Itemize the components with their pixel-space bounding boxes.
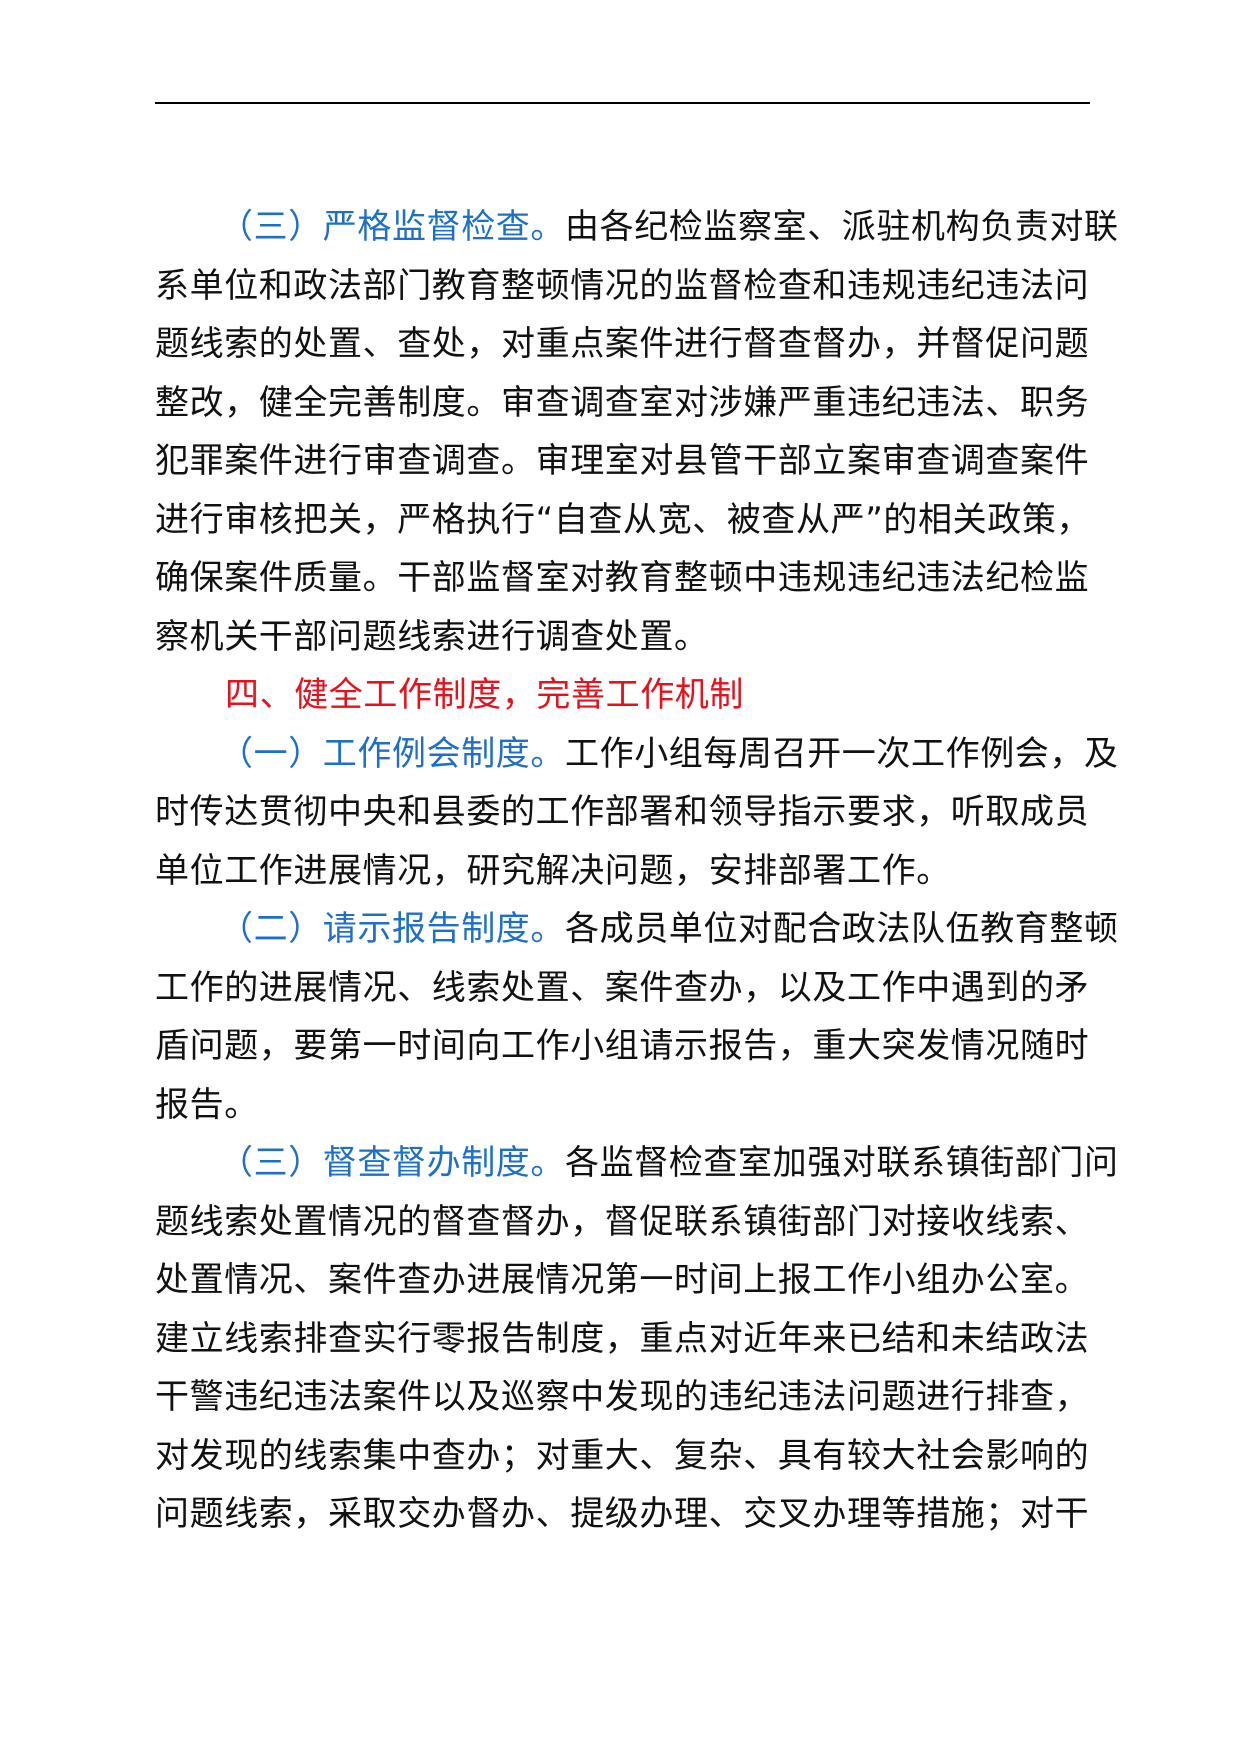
paragraph-first-line: （一）工作例会制度。工作小组每周召开一次工作例会，及: [155, 725, 1118, 784]
paragraph-line: 单位工作进展情况，研究解决问题，安排部署工作。: [155, 850, 951, 891]
paragraph-line: 时传达贯彻中央和县委的工作部署和领导指示要求，听取成员: [155, 792, 1090, 832]
subheading-work-meeting: （一）工作例会制度。: [219, 733, 565, 774]
paragraph-line: 盾问题，要第一时间向工作小组请示报告，重大突发情况随时: [155, 1026, 1090, 1066]
subheading-strict-supervision: （三）严格监督检查。: [219, 207, 565, 247]
document-body: （三）严格监督检查。由各纪检监察室、派驻机构负责对联 系单位和政法部门教育整顿情…: [155, 198, 1118, 1544]
paragraph-text: 各成员单位对配合政法队伍教育整顿: [565, 909, 1119, 949]
paragraph-first-line: （二）请示报告制度。各成员单位对配合政法队伍教育整顿: [155, 900, 1118, 959]
paragraph-line: 建立线索排查实行零报告制度，重点对近年来已结和未结政法: [155, 1318, 1090, 1359]
paragraph-supervision-system: （三）督查督办制度。各监督检查室加强对联系镇街部门问 题线索处置情况的督查督办，…: [155, 1134, 1118, 1544]
paragraph-work-meeting: （一）工作例会制度。工作小组每周召开一次工作例会，及 时传达贯彻中央和县委的工作…: [155, 725, 1118, 901]
paragraph-line: 题线索的处置、查处，对重点案件进行督查督办，并督促问题: [155, 324, 1090, 364]
paragraph-line: 问题线索，采取交办督办、提级办理、交叉办理等措施；对干: [155, 1494, 1090, 1534]
header-rule: [155, 102, 1090, 104]
paragraph-line: 确保案件质量。干部监督室对教育整顿中违规违纪违法纪检监: [155, 558, 1090, 598]
paragraph-line: 犯罪案件进行审查调查。审理室对县管干部立案审查调查案件: [155, 441, 1090, 481]
paragraph-report-system: （二）请示报告制度。各成员单位对配合政法队伍教育整顿 工作的进展情况、线索处置、…: [155, 900, 1118, 1134]
paragraph-line: 进行审核把关，严格执行“自查从宽、被查从严”的相关政策，: [155, 499, 1092, 540]
paragraph-first-line: （三）督查督办制度。各监督检查室加强对联系镇街部门问: [155, 1134, 1118, 1193]
paragraph-strict-supervision: （三）严格监督检查。由各纪检监察室、派驻机构负责对联 系单位和政法部门教育整顿情…: [155, 198, 1118, 666]
paragraph-line: 题线索处置情况的督查督办，督促联系镇街部门对接收线索、: [155, 1201, 1090, 1242]
subheading-report-system: （二）请示报告制度。: [219, 909, 565, 949]
paragraph-line: 察机关干部问题线索进行调查处置。: [155, 616, 709, 657]
subheading-supervision-system: （三）督查督办制度。: [219, 1143, 565, 1183]
paragraph-line: 工作的进展情况、线索处置、案件查办，以及工作中遇到的矛: [155, 967, 1090, 1008]
paragraph-text: 工作小组每周召开一次工作例会，及: [565, 733, 1119, 774]
paragraph-line: 对发现的线索集中查办；对重大、复杂、具有较大社会影响的: [155, 1435, 1090, 1476]
paragraph-line: 干警违纪违法案件以及巡察中发现的违纪违法问题进行排查，: [155, 1377, 1090, 1417]
paragraph-first-line: （三）严格监督检查。由各纪检监察室、派驻机构负责对联: [155, 198, 1118, 257]
section-heading-work-system: 四、健全工作制度，完善工作机制: [225, 675, 744, 715]
paragraph-text: 由各纪检监察室、派驻机构负责对联: [565, 207, 1119, 247]
paragraph-line: 报告。: [155, 1084, 259, 1125]
paragraph-line: 处置情况、案件查办进展情况第一时间上报工作小组办公室。: [155, 1260, 1090, 1300]
paragraph-line: 整改，健全完善制度。审查调查室对涉嫌严重违纪违法、职务: [155, 382, 1090, 423]
paragraph-line: 系单位和政法部门教育整顿情况的监督检查和违规违纪违法问: [155, 265, 1090, 306]
paragraph-text: 各监督检查室加强对联系镇街部门问: [565, 1143, 1119, 1183]
